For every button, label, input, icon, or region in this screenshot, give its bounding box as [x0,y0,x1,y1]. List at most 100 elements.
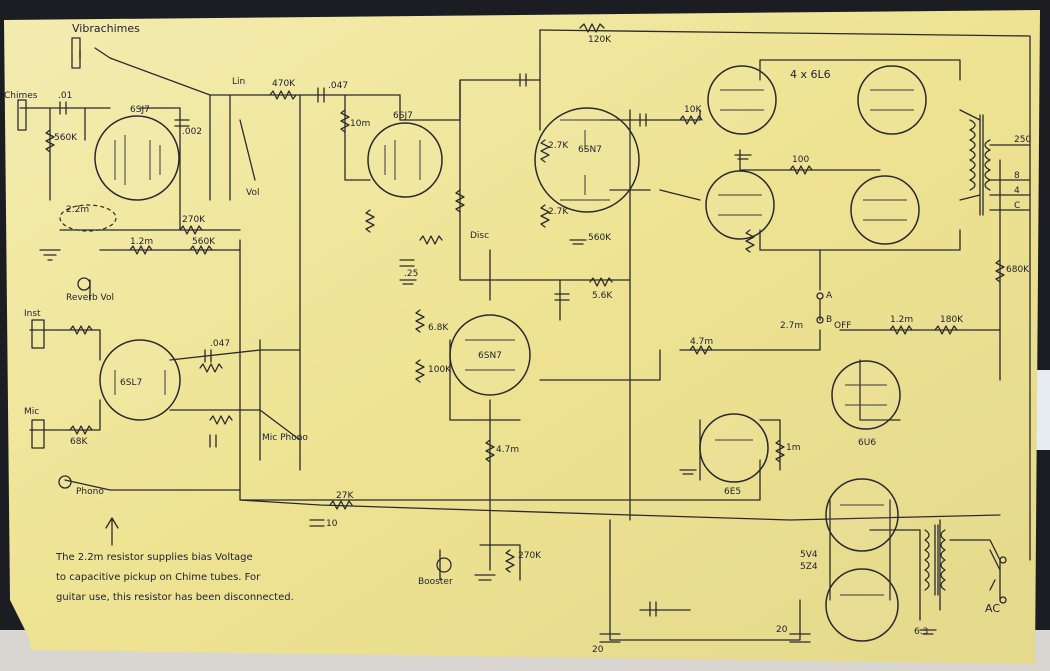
resistor-2-7k [540,139,550,163]
resistor-270k-c [505,549,515,573]
phono-jack [58,475,72,489]
resistor-680k [995,259,1005,283]
cap-25 [399,259,415,267]
resistor-1m [775,439,785,463]
label-lin: Lin [232,77,245,87]
svg-text:2.7K: 2.7K [548,207,569,217]
tube-v2 [367,122,443,198]
wiring [19,29,1031,641]
resistor-100 [789,165,813,175]
resistor-68k-b [69,425,93,435]
reverb-vol-pot [77,277,91,291]
cap-047-b [204,349,212,363]
cap-20b [789,633,811,643]
booster-jack [436,557,452,573]
label-vol: Vol [246,188,259,198]
label-switch-b: B [826,315,832,325]
resistor-5-6k [589,277,613,287]
svg-text:10: 10 [326,519,338,529]
resistor-68k [69,325,93,335]
label-chimes: Chimes [4,91,38,101]
cap-10 [554,293,570,301]
component-value-labels: 120K 470K .047 .01 560K .002 2.2m 10m 1.… [54,35,1030,655]
label-mic1: Mic [24,407,39,417]
chimes-jack [17,99,27,131]
ac-terminal-2 [999,596,1007,604]
cap-20 [599,633,621,643]
tube-v7 [699,413,769,483]
resistor-100k-c [209,415,233,425]
resistor-1-2m-c [889,325,913,335]
svg-text:180K: 180K [940,315,964,325]
resistor-10k [679,115,703,125]
cap-002 [174,119,190,127]
cap-48 [519,73,527,87]
label-rect2: 5Z4 [800,562,818,572]
svg-text:560K: 560K [588,233,612,243]
resistor-2-2m-b [745,229,755,253]
vibrachimes-jack [71,37,81,69]
label-tap-4: 4 [1014,186,1020,196]
label-tap-63: 6.3 [914,627,928,637]
svg-text:1m: 1m [786,443,801,453]
cap-10-b [309,519,325,527]
jacks-and-pots [17,37,1007,604]
resistor-180k [934,325,958,335]
svg-text:2.2m: 2.2m [66,205,89,215]
tube-6l6-4 [850,175,920,245]
resistor-560k [45,129,55,153]
label-booster: Booster [418,577,453,587]
resistor-10m [340,109,350,133]
tube-v6 [831,360,901,430]
control-labels: Lin Vol Reverb Vol Inst Mic Mic Phono Ph… [24,77,1031,637]
svg-text:10m: 10m [350,119,370,129]
note-line-2: to capacitive pickup on Chime tubes. For [56,572,261,583]
note-arrow [105,517,119,546]
label-switch-a: A [826,291,833,301]
label-v4: 6SN7 [478,351,502,361]
cap-047-c [649,601,657,617]
bias-resistor-highlight [59,204,117,232]
cap-047 [317,87,325,103]
svg-text:2.7m: 2.7m [780,321,803,331]
label-ac: AC [985,602,1000,615]
tube-v1 [94,115,180,201]
label-output-tubes: 4 x 6L6 [790,68,831,81]
label-tap-c: C [1014,201,1020,211]
ac-terminal-1 [999,556,1007,564]
label-reverb-vol: Reverb Vol [66,293,114,303]
svg-text:4.7m: 4.7m [690,337,713,347]
label-v5: 6SL7 [120,378,142,388]
tube-rect2 [825,568,899,642]
svg-text:100: 100 [792,155,809,165]
note-line-1: The 2.2m resistor supplies bias Voltage [55,552,253,563]
svg-text:.25: .25 [404,269,418,279]
label-switch-off: OFF [834,321,851,331]
svg-text:20: 20 [592,645,604,655]
tube-6l6-2 [857,65,927,135]
tube-6l6-3 [705,170,775,240]
label-v2: 6SJ7 [393,111,413,121]
note-line-3: guitar use, this resistor has been disco… [56,592,294,603]
resistor-270k-b [455,189,465,213]
tube-6l6-1 [707,65,777,135]
svg-text:270K: 270K [182,215,206,225]
ground-symbols [39,154,937,635]
switch-b [816,316,824,324]
label-disc: Disc [470,231,489,241]
resistor-470k [269,90,297,100]
svg-text:1.2m: 1.2m [130,237,153,247]
svg-text:1.2m: 1.2m [890,315,913,325]
inst-jack [31,319,45,349]
svg-text:.01: .01 [58,91,72,101]
resistor-100k [415,359,425,383]
resistor-560k-b [189,245,213,255]
resistor-4-7m-b [485,439,495,463]
svg-text:20: 20 [776,625,788,635]
bias-note: The 2.2m resistor supplies bias Voltage … [55,552,294,603]
cap-01 [59,101,67,115]
cap-1 [639,113,647,127]
tube-labels: Vibrachimes Chimes 6SJ7 6SJ7 6SN7 6SN7 6… [4,22,876,572]
tube-v4 [449,314,531,396]
